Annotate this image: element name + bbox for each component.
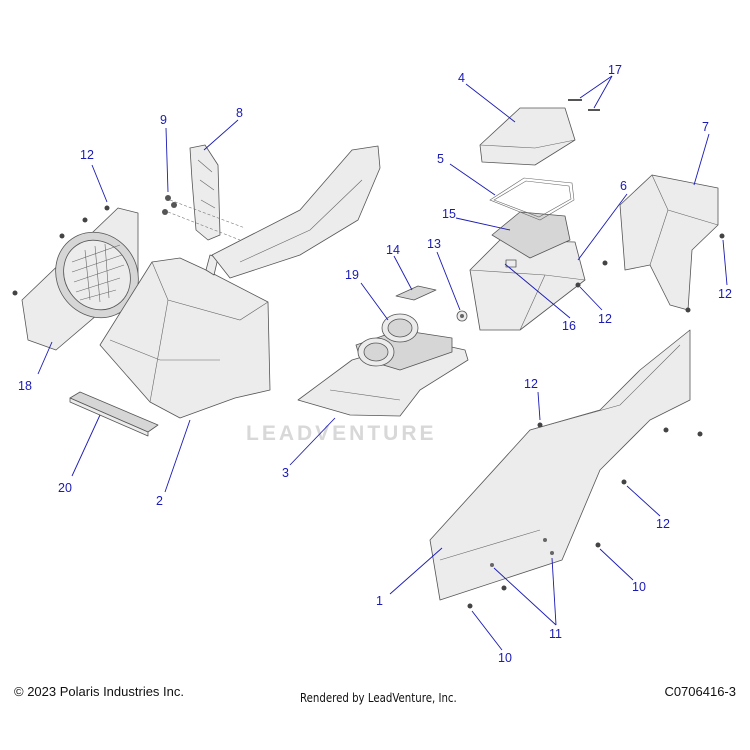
watermark: LEADVENTURE (246, 422, 437, 445)
shifter-bracket-8[interactable] (189, 144, 221, 241)
bin-lid-14[interactable] (395, 285, 437, 301)
callout-8: 8 (236, 106, 243, 120)
callout-4: 4 (458, 71, 465, 85)
rendered-by-text: Rendered by LeadVenture, Inc. (300, 691, 457, 705)
callout-17: 17 (608, 63, 622, 77)
console-housing-2[interactable] (99, 254, 271, 419)
callout-11: 11 (549, 627, 562, 641)
rear-bracket-7[interactable] (619, 174, 719, 311)
latch-16[interactable] (505, 259, 517, 268)
callout-3: 3 (282, 466, 289, 480)
cup-holders-19[interactable] (357, 313, 419, 367)
callout-19: 19 (345, 268, 359, 282)
pins-17 (568, 99, 600, 111)
callout-18: 18 (18, 379, 32, 393)
callout-5: 5 (437, 152, 444, 166)
box-liner-15[interactable] (491, 211, 571, 259)
seal-5[interactable] (489, 177, 575, 221)
copyright-text: © 2023 Polaris Industries Inc. (14, 684, 184, 699)
callout-12c: 12 (718, 287, 732, 301)
callout-10b: 10 (498, 651, 512, 665)
callout-7: 7 (702, 120, 709, 134)
leader-lines (37, 75, 728, 651)
callout-12d: 12 (524, 377, 538, 391)
callout-10a: 10 (632, 580, 646, 594)
callouts: 12 9 8 18 20 2 3 19 14 13 15 5 4 17 6 7 … (18, 63, 732, 665)
callout-15: 15 (442, 207, 456, 221)
upper-rail[interactable] (211, 145, 381, 279)
callout-12e: 12 (656, 517, 670, 531)
callout-6: 6 (620, 179, 627, 193)
speaker-panel[interactable] (21, 207, 155, 351)
callout-12b: 12 (598, 312, 612, 326)
side-panel-1[interactable] (429, 329, 691, 601)
callout-2: 2 (156, 494, 163, 508)
callout-20: 20 (58, 481, 72, 495)
fasteners (467, 233, 725, 609)
callout-14: 14 (386, 243, 400, 257)
callout-12a: 12 (80, 148, 94, 162)
lid-4[interactable] (479, 107, 576, 166)
callout-9: 9 (160, 113, 167, 127)
callout-13: 13 (427, 237, 441, 251)
screws-12-left (12, 205, 110, 296)
knob-13[interactable] (456, 310, 468, 322)
callout-1: 1 (376, 594, 383, 608)
callout-16: 16 (562, 319, 576, 333)
bolts-9 (162, 195, 246, 241)
diagram-code: C0706416-3 (664, 684, 736, 699)
pad-20[interactable] (69, 391, 159, 437)
